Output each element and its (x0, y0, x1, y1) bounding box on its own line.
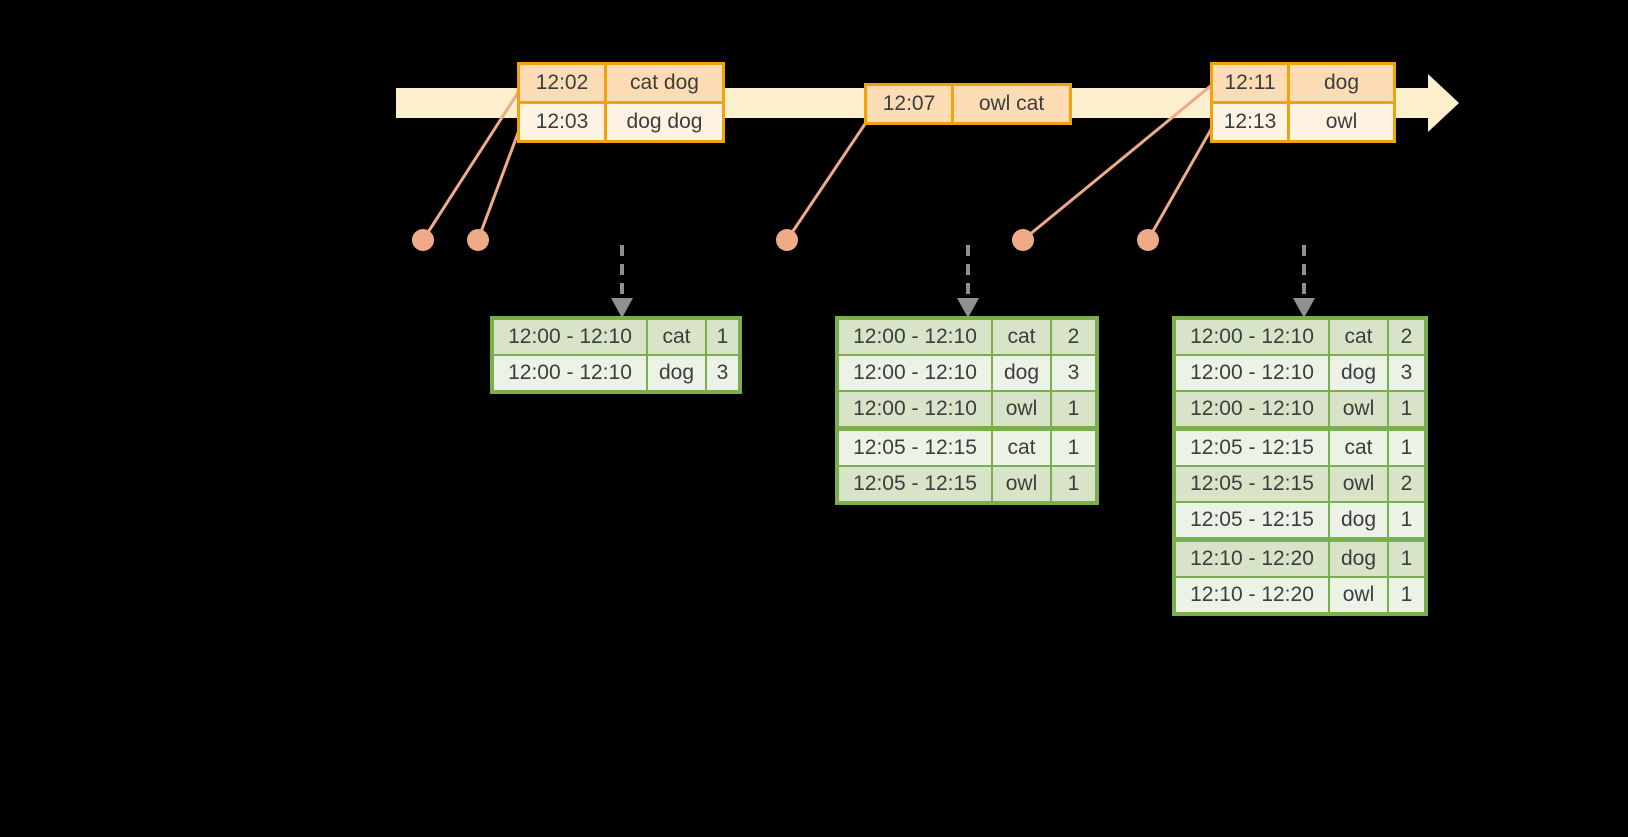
result-window: 12:05 - 12:15 (1176, 467, 1330, 501)
result-window: 12:00 - 12:10 (494, 356, 648, 390)
event-words: owl cat (978, 92, 1045, 115)
result-word: dog (1330, 356, 1389, 390)
event-time: 12:13 (1213, 104, 1290, 140)
event-dot (776, 229, 798, 251)
event-dot (1137, 229, 1159, 251)
result-word: owl (1330, 578, 1389, 612)
trigger-arrowhead-icon (1293, 298, 1315, 318)
result-window: 12:05 - 12:15 (839, 467, 993, 501)
result-word: cat (648, 320, 707, 354)
result-word: cat (1330, 431, 1389, 465)
result-count: 1 (1400, 397, 1413, 420)
result-count: 2 (1400, 325, 1413, 348)
event-box: 12:02 cat dog 12:03 dog dog (517, 62, 725, 143)
event-marker-line (476, 124, 523, 241)
event-time: 12:07 (867, 86, 954, 122)
result-word: cat (993, 320, 1052, 354)
event-words: owl (1325, 110, 1358, 133)
result-count: 2 (1067, 325, 1080, 348)
event-time: 12:02 (520, 65, 607, 101)
event-time: 12:11 (1213, 65, 1290, 101)
result-word: owl (1330, 467, 1389, 501)
result-word: cat (1330, 320, 1389, 354)
event-words: dog (1323, 71, 1360, 94)
event-dot (1012, 229, 1034, 251)
result-count: 1 (716, 325, 729, 348)
trigger-arrowhead-icon (957, 298, 979, 318)
event-row: 12:11 dog (1213, 65, 1393, 101)
event-box: 12:11 dog 12:13 owl (1210, 62, 1396, 143)
result-word: cat (993, 431, 1052, 465)
result-count: 2 (1400, 472, 1413, 495)
event-marker-line (1146, 125, 1215, 241)
result-word: owl (993, 467, 1052, 501)
event-time: 12:03 (520, 104, 607, 140)
result-word: dog (648, 356, 707, 390)
result-window: 12:10 - 12:20 (1176, 542, 1330, 576)
event-dot (412, 229, 434, 251)
timeline-arrowhead (1428, 74, 1459, 132)
event-row: 12:02 cat dog (520, 65, 722, 101)
result-count: 3 (716, 361, 729, 384)
event-marker-line (421, 87, 523, 241)
result-count: 3 (1400, 361, 1413, 384)
result-count: 1 (1400, 583, 1413, 606)
event-words: cat dog (630, 71, 699, 94)
result-count: 1 (1400, 547, 1413, 570)
result-window: 12:05 - 12:15 (839, 431, 993, 465)
result-word: owl (1330, 392, 1389, 426)
trigger-arrowhead-icon (611, 298, 633, 318)
event-box: 12:07 owl cat (864, 83, 1072, 125)
result-count: 1 (1400, 436, 1413, 459)
result-word: owl (993, 392, 1052, 426)
result-window: 12:05 - 12:15 (1176, 503, 1330, 537)
event-marker-line (1022, 82, 1214, 242)
result-window: 12:10 - 12:20 (1176, 578, 1330, 612)
result-count: 1 (1067, 397, 1080, 420)
event-row: 12:07 owl cat (867, 86, 1069, 122)
result-window: 12:05 - 12:15 (1176, 431, 1330, 465)
result-count: 1 (1400, 508, 1413, 531)
result-count: 3 (1067, 361, 1080, 384)
result-window: 12:00 - 12:10 (839, 320, 993, 354)
event-dot (467, 229, 489, 251)
result-count: 1 (1067, 436, 1080, 459)
result-window: 12:00 - 12:10 (1176, 356, 1330, 390)
event-row: 12:03 dog dog (520, 101, 722, 140)
event-row: 12:13 owl (1213, 101, 1393, 140)
result-window: 12:00 - 12:10 (1176, 320, 1330, 354)
event-marker-line (785, 120, 869, 241)
event-words: dog dog (626, 110, 703, 133)
result-window: 12:00 - 12:10 (839, 392, 993, 426)
result-word: dog (993, 356, 1052, 390)
result-window: 12:00 - 12:10 (1176, 392, 1330, 426)
result-window: 12:00 - 12:10 (839, 356, 993, 390)
result-count: 1 (1067, 472, 1080, 495)
result-word: dog (1330, 542, 1389, 576)
result-word: dog (1330, 503, 1389, 537)
result-window: 12:00 - 12:10 (494, 320, 648, 354)
